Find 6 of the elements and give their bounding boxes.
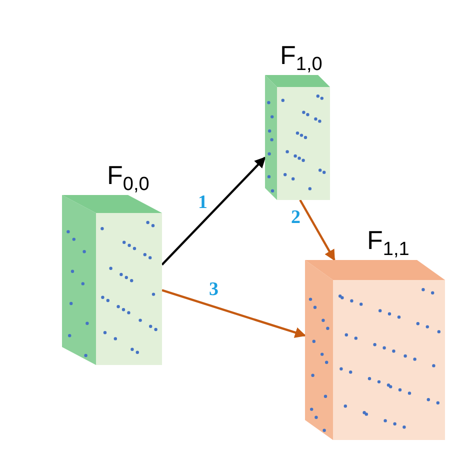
arrow	[161, 156, 266, 266]
block-title: F$_{0,0}$	[107, 160, 150, 198]
arrow	[299, 199, 336, 261]
block-title: F$_{1,1}$	[367, 225, 410, 262]
arrow	[162, 289, 306, 338]
block-title: F$_{1,0}$	[280, 40, 322, 78]
